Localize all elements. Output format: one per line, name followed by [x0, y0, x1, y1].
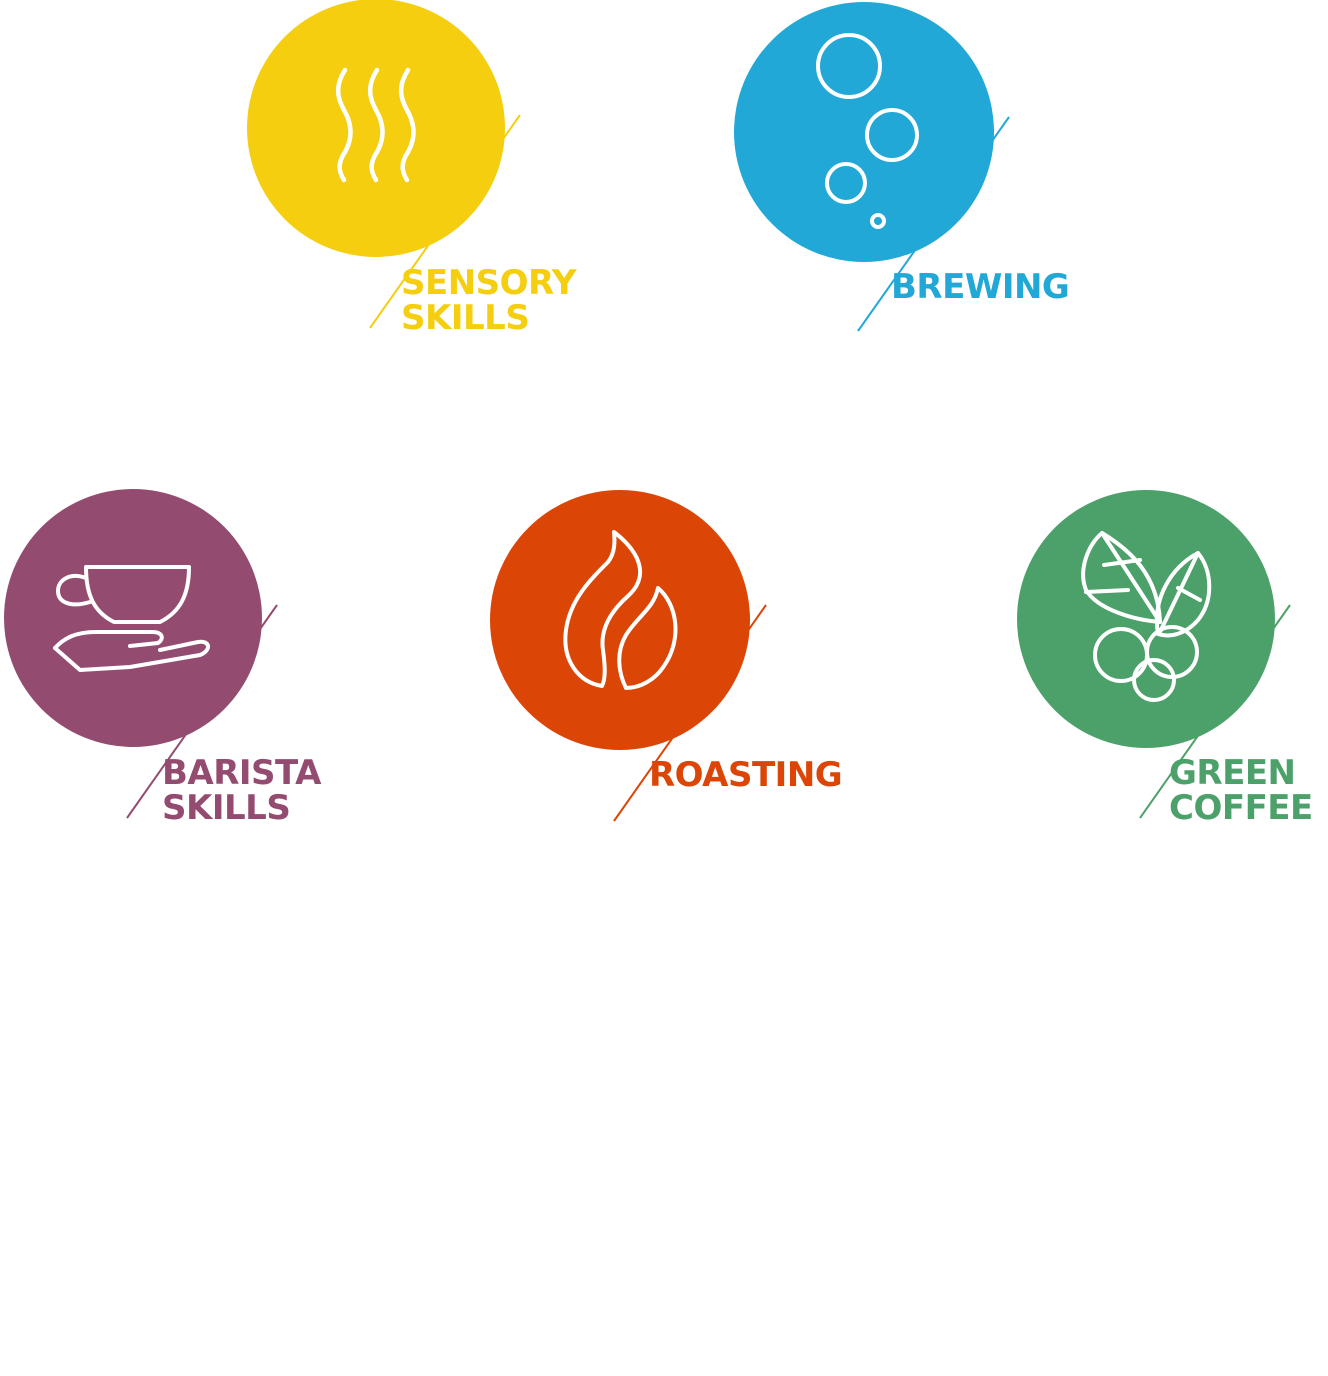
green-label: GREEN COFFEE [1169, 756, 1313, 826]
barista-label: BARISTA SKILLS [162, 756, 321, 826]
roasting-label-line-1: ROASTING [649, 755, 843, 795]
steam-icon [335, 67, 416, 183]
brewing-label: BREWING [891, 267, 1070, 307]
sensory-slash [369, 114, 521, 329]
barista-circle [4, 489, 262, 747]
roasting-label: ROASTING [649, 755, 843, 795]
barista-label-line-1: BARISTA [162, 753, 321, 793]
brewing-label-line-1: BREWING [891, 267, 1070, 307]
green-label-line-2: COFFEE [1169, 788, 1313, 828]
green-label-line-1: GREEN [1169, 753, 1296, 793]
roasting-slash [613, 604, 767, 822]
sensory-circle [247, 0, 505, 257]
bubbles-icon [816, 33, 919, 229]
sensory-label-line-1: SENSORY [401, 263, 577, 303]
barista-label-line-2: SKILLS [162, 788, 291, 828]
coffee-plant-icon [1081, 531, 1212, 702]
cup-in-hand-icon [53, 565, 210, 672]
sensory-label: SENSORY SKILLS [401, 263, 577, 338]
flame-icon [563, 530, 678, 690]
sensory-label-line-2: SKILLS [401, 298, 530, 338]
brewing-circle [734, 2, 994, 262]
roasting-circle [490, 490, 750, 750]
green-slash [1139, 604, 1291, 819]
brewing-slash [857, 116, 1010, 332]
barista-slash [126, 604, 278, 819]
